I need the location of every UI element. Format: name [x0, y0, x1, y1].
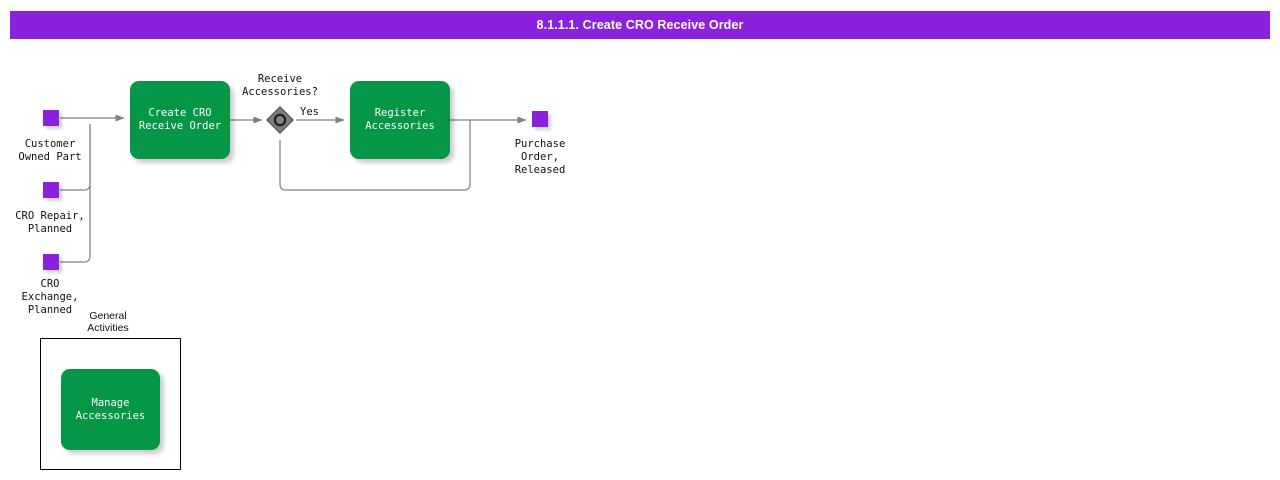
gateway-receive-accessories-label: Receive Accessories? — [242, 73, 318, 98]
task-manage-accessories-label: Manage Accessories — [75, 396, 146, 422]
task-create-cro-receive-order-label: Create CRO Receive Order — [138, 107, 222, 132]
start-event-cro-repair-planned-label: CRO Repair, Planned — [15, 210, 85, 235]
task-create-cro-receive-order[interactable]: Create CRO Receive Order — [130, 81, 230, 159]
gateway-diamond-shape — [266, 106, 294, 134]
end-event-purchase-order-released[interactable] — [532, 111, 548, 127]
page-title-band: 8.1.1.1. Create CRO Receive Order — [10, 11, 1270, 39]
subprocess-general-activities-label: General Activities — [87, 310, 129, 334]
start-event-cro-exchange-planned[interactable] — [43, 254, 59, 270]
flow-label-yes: Yes — [300, 106, 319, 118]
start-event-customer-owned-part-label: Customer Owned Part — [18, 138, 82, 163]
page-title: 8.1.1.1. Create CRO Receive Order — [536, 18, 744, 32]
end-event-purchase-order-released-label: Purchase Order, Released — [514, 138, 566, 176]
start-event-cro-repair-planned[interactable] — [43, 182, 59, 198]
task-register-accessories-label: Register Accessories — [365, 107, 435, 132]
start-event-customer-owned-part[interactable] — [43, 110, 59, 126]
start-event-cro-exchange-planned-label: CRO Exchange, Planned — [21, 278, 79, 316]
task-register-accessories[interactable]: Register Accessories — [350, 81, 450, 159]
task-manage-accessories[interactable]: Manage Accessories — [61, 369, 160, 450]
gateway-receive-accessories[interactable] — [266, 106, 294, 134]
gateway-event-circle-icon — [273, 113, 287, 127]
